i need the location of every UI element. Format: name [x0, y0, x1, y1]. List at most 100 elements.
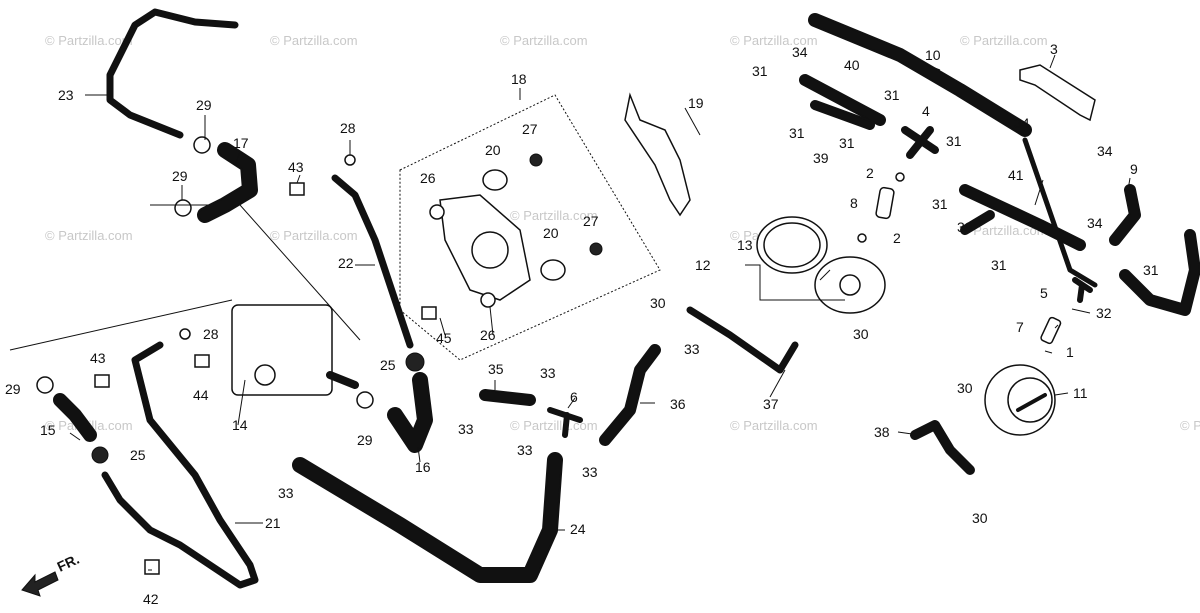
callout-29: 29 [5, 381, 21, 397]
joint-4 [901, 126, 939, 159]
callout-14: 14 [232, 417, 248, 433]
callout-18: 18 [511, 71, 527, 87]
callout-25: 25 [380, 357, 396, 373]
canister-14 [231, 304, 333, 396]
clamp-25-left [91, 446, 109, 464]
callout-24: 24 [570, 521, 586, 537]
callout-25: 25 [130, 447, 146, 463]
front-label: FR. [55, 551, 82, 575]
callout-29: 29 [172, 168, 188, 184]
callout-33: 33 [517, 442, 533, 458]
callout-26: 26 [420, 170, 436, 186]
callout-2: 2 [893, 230, 901, 246]
callout-28: 28 [203, 326, 219, 342]
callout-33: 33 [278, 485, 294, 501]
watermark: © Partzilla.com [500, 33, 588, 48]
callout-28: 28 [340, 120, 356, 136]
bracket-3 [1019, 64, 1096, 122]
callout-33: 33 [458, 421, 474, 437]
callout-31: 31 [884, 87, 900, 103]
collar-26-top [429, 204, 445, 220]
hose-24 [292, 452, 563, 583]
callout-8: 8 [850, 195, 858, 211]
joint-6 [547, 407, 583, 438]
callout-36: 36 [670, 396, 686, 412]
filter-11-face [1007, 377, 1053, 423]
clamp-29-center [356, 391, 374, 409]
leader-lines [69, 54, 1131, 571]
hose-24-inner [294, 454, 561, 581]
hose-40-inner [801, 76, 884, 124]
clip-2-top [895, 172, 905, 182]
callout-5: 5 [1040, 285, 1048, 301]
callout-1: 1 [1066, 344, 1074, 360]
hose-35-inner [481, 391, 534, 404]
watermark: © Partzilla.com [730, 418, 818, 433]
hose-36-inner [601, 346, 659, 444]
pipe-10-inner [810, 15, 1030, 135]
callout-9: 9 [1130, 161, 1138, 177]
callout-21: 21 [265, 515, 281, 531]
callout-34: 34 [792, 44, 808, 60]
callout-29: 29 [357, 432, 373, 448]
callout-26: 26 [480, 327, 496, 343]
plate-hole [471, 231, 509, 269]
callout-15: 15 [40, 422, 56, 438]
watermark: © Partzilla.com [960, 223, 1048, 238]
valve-12-port [839, 274, 861, 296]
callout-37: 37 [763, 396, 779, 412]
rubber-20-top [482, 169, 508, 191]
front-arrow-icon: FR. [21, 551, 82, 597]
watermark: © Partzilla.com [270, 33, 358, 48]
watermark: © Partzilla.com [270, 228, 358, 243]
watermark: © Partzilla.com [510, 418, 598, 433]
pipe-branch [1022, 137, 1098, 288]
callout-19: 19 [688, 95, 704, 111]
callout-31: 31 [1143, 262, 1159, 278]
cap-8 [875, 186, 895, 220]
filter-11-lever [1016, 393, 1047, 412]
bolt-42 [144, 559, 160, 575]
callout-31: 31 [839, 135, 855, 151]
pipe-21-inner [103, 343, 257, 587]
callout-30: 30 [853, 326, 869, 342]
callout-22: 22 [338, 255, 354, 271]
hose-38-inner [912, 422, 973, 473]
canister-port [254, 364, 276, 386]
callout-7: 7 [1016, 319, 1024, 335]
clamp-29-mid [174, 199, 192, 217]
pipe-22-inner [333, 176, 412, 347]
hose-16-inner [389, 374, 431, 451]
callout-33: 33 [684, 341, 700, 357]
callout-34: 34 [1087, 215, 1103, 231]
callout-2: 2 [866, 165, 874, 181]
callout-34: 34 [1014, 115, 1030, 131]
callout-10: 10 [925, 47, 941, 63]
washer-27-top [529, 153, 543, 167]
callout-31: 31 [946, 133, 962, 149]
callout-43: 43 [288, 159, 304, 175]
callout-31: 31 [932, 196, 948, 212]
callout-27: 27 [583, 213, 599, 229]
collar-26-bottom [480, 292, 496, 308]
callout-41: 41 [1008, 167, 1024, 183]
pipe-39-right [960, 210, 995, 235]
watermark: © Partzilla.com [1180, 418, 1200, 433]
rubber-20-bottom [540, 259, 566, 281]
callout-13: 13 [737, 237, 753, 253]
callout-39: 39 [957, 219, 973, 235]
hose-39-inner [812, 102, 873, 128]
clamp-25-center [405, 352, 425, 372]
callout-43: 43 [90, 350, 106, 366]
callout-11: 11 [1073, 385, 1088, 401]
callout-34: 34 [1097, 143, 1113, 159]
callout-45: 45 [436, 330, 452, 346]
callout-16: 16 [415, 459, 431, 475]
callout-27: 27 [522, 121, 538, 137]
watermark: © Partzilla.com [960, 33, 1048, 48]
callout-29: 29 [196, 97, 212, 113]
clamp-29-left [36, 376, 54, 394]
bracket-19 [624, 92, 691, 217]
callout-42: 42 [143, 591, 159, 607]
